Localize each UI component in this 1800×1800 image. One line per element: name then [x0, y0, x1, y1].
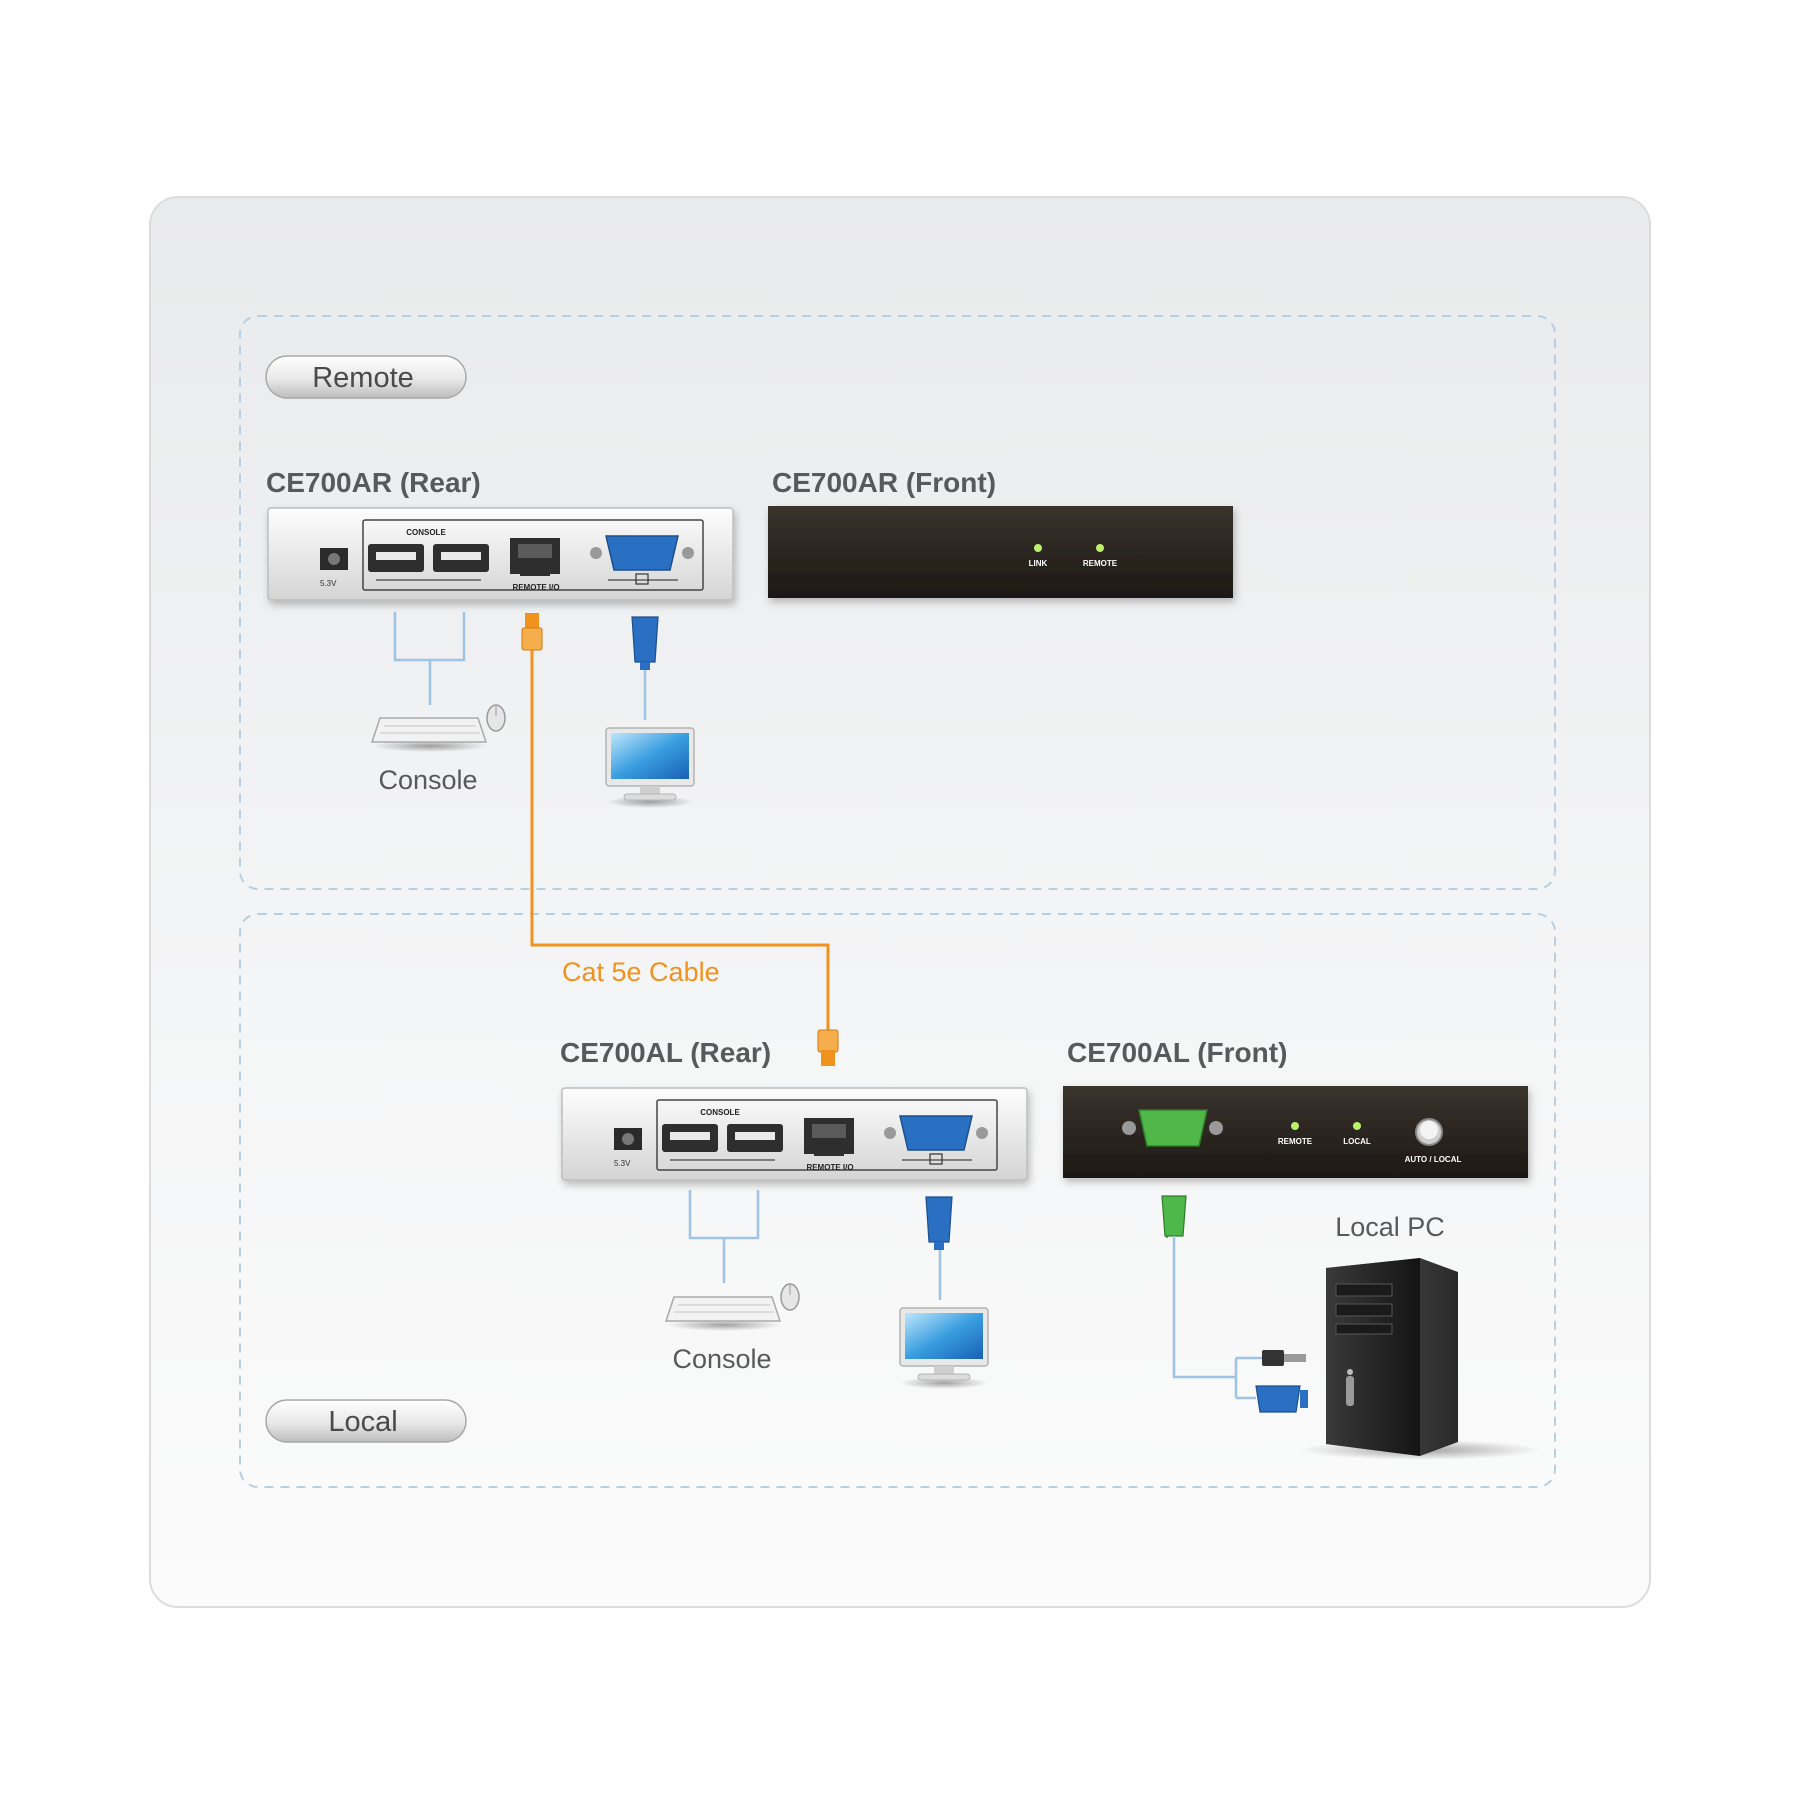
power-jack-icon: 5.3V — [614, 1128, 642, 1168]
svg-text:5.3V: 5.3V — [320, 579, 337, 588]
vga-port-icon — [884, 1115, 988, 1151]
auto-local-button-label: AUTO / LOCAL — [1405, 1155, 1462, 1164]
local-pc-tower-icon — [1300, 1258, 1540, 1460]
remote-console-label: Console — [378, 765, 477, 795]
usb-port-2-icon — [433, 544, 489, 572]
cat5e-cable — [521, 613, 839, 1066]
link-led-icon — [1034, 544, 1042, 552]
remote-led-icon — [1291, 1122, 1299, 1130]
local-pc-cable — [1161, 1195, 1308, 1413]
mouse-icon — [780, 1283, 800, 1311]
local-pc-label: Local PC — [1335, 1212, 1445, 1242]
remote-section-label: Remote — [312, 362, 414, 394]
console-port-label: CONSOLE — [406, 528, 446, 537]
local-section-label: Local — [328, 1406, 397, 1438]
remote-section-border — [239, 315, 1556, 890]
remote-led-label: REMOTE — [1278, 1137, 1313, 1146]
local-section-border — [239, 913, 1556, 1488]
local-monitor-icon — [899, 1307, 989, 1389]
vga-plug-icon — [1255, 1385, 1308, 1413]
svg-text:5.3V: 5.3V — [614, 1159, 631, 1168]
link-led-label: LINK — [1029, 559, 1048, 568]
local-front-title: CE700AL (Front) — [1067, 1037, 1287, 1068]
console-port-label: CONSOLE — [700, 1108, 740, 1117]
mouse-icon — [486, 704, 506, 732]
local-rear-panel: 5.3V CONSOLE REMOTE I/O — [561, 1087, 1028, 1181]
local-led-icon — [1353, 1122, 1361, 1130]
remote-rear-title: CE700AR (Rear) — [266, 467, 481, 498]
local-console-label: Console — [672, 1344, 771, 1374]
remote-front-title: CE700AR (Front) — [772, 467, 996, 498]
rj45-port-icon — [510, 538, 560, 576]
remote-console-connector-lines — [393, 612, 466, 705]
local-front-panel: REMOTE LOCAL AUTO / LOCAL — [1063, 1086, 1528, 1178]
usb-port-1-icon — [662, 1124, 718, 1152]
remote-io-label: REMOTE I/O — [512, 583, 559, 592]
remote-led-icon — [1096, 544, 1104, 552]
rj45-plug-icon — [521, 613, 543, 651]
local-led-label: LOCAL — [1343, 1137, 1371, 1146]
remote-vga-connector-icon — [631, 616, 659, 720]
power-jack-icon: 5.3V — [320, 548, 348, 588]
remote-led-label: REMOTE — [1083, 559, 1118, 568]
remote-monitor-icon — [605, 727, 695, 808]
cable-label: Cat 5e Cable — [562, 957, 720, 987]
remote-rear-panel: 5.3V CONSOLE REMOTE I/O — [267, 507, 734, 601]
auto-local-button-icon — [1415, 1118, 1443, 1146]
usb-port-1-icon — [368, 544, 424, 572]
keyboard-icon — [664, 1296, 782, 1331]
local-section-badge: Local — [265, 1399, 467, 1443]
local-rear-title: CE700AL (Rear) — [560, 1037, 771, 1068]
remote-front-panel: LINK REMOTE — [768, 506, 1233, 598]
local-vga-connector-icon — [925, 1196, 953, 1300]
remote-section-badge: Remote — [265, 355, 467, 399]
usb-plug-icon — [1262, 1350, 1306, 1366]
rj45-plug-icon — [817, 1029, 839, 1066]
remote-io-label: REMOTE I/O — [806, 1163, 853, 1172]
keyboard-icon — [370, 717, 488, 752]
usb-port-2-icon — [727, 1124, 783, 1152]
rj45-port-icon — [804, 1118, 854, 1156]
vga-port-icon — [590, 535, 694, 571]
vga-port-green-icon — [1122, 1109, 1223, 1147]
local-console-connector-lines — [688, 1190, 760, 1283]
